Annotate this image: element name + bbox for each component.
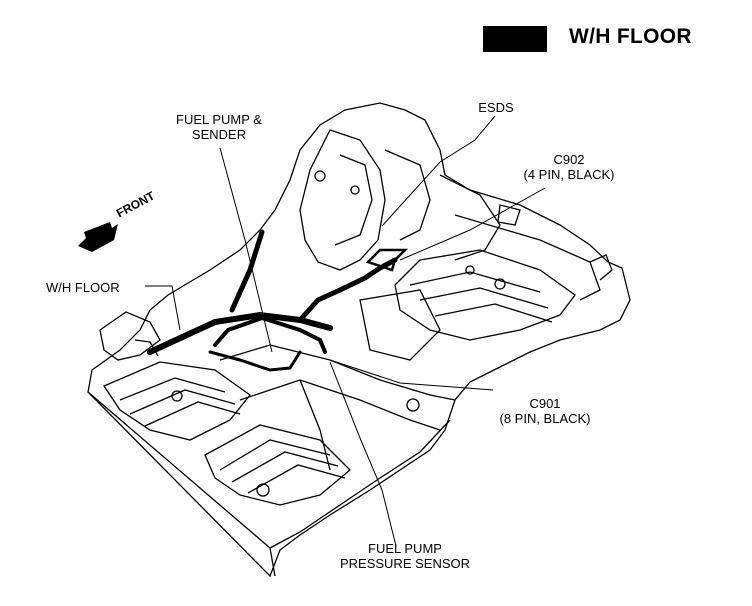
esds-label: ESDS (478, 100, 514, 115)
floor-pan-body (87, 102, 631, 578)
fuel-pump-sender-label: FUEL PUMP & SENDER (176, 112, 262, 142)
c901-label: C901 (8 PIN, BLACK) (499, 396, 591, 426)
diagram-title: W/H FLOOR (569, 25, 692, 48)
leader-lines (145, 115, 546, 547)
c902-label: C902 (4 PIN, BLACK) (523, 152, 615, 182)
front-arrow-icon (78, 222, 118, 252)
title-black-box (483, 26, 547, 52)
wh-floor-label: W/H FLOOR (46, 280, 120, 295)
wiring-harness (147, 229, 409, 372)
fuel-pump-pressure-sensor-label: FUEL PUMP PRESSURE SENSOR (339, 541, 471, 571)
